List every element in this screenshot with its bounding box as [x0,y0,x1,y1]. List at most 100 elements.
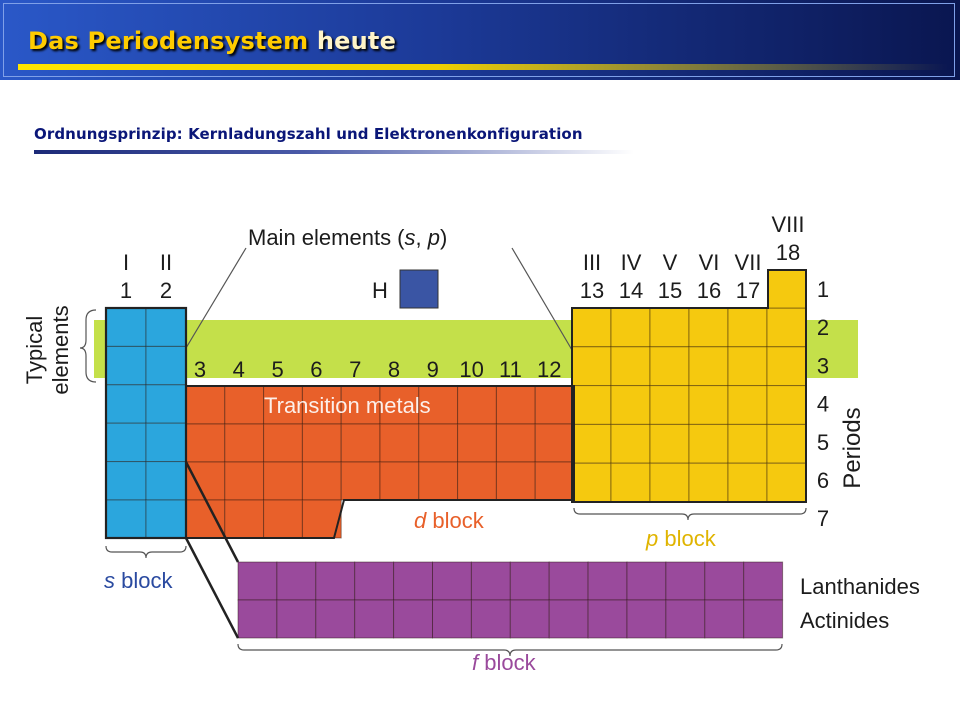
d-block-cell [495,461,536,501]
d-block-cell [224,461,265,501]
p-block-cell [571,462,612,503]
f-block-bracket [237,643,783,657]
p-block-label: p block [645,526,717,551]
p-block-cell [610,423,651,464]
p-block-cell [727,462,768,503]
f-block-cell [315,599,356,639]
p-block-cell [766,346,807,387]
period-label: 2 [817,315,829,340]
s-block-cell [145,461,187,501]
d-block-cell [263,499,303,539]
d-block-cell [224,385,265,425]
f-block-cell [276,561,317,601]
p-block-cell [649,307,690,348]
s-block-cell [145,384,187,424]
d-block-cell [301,423,342,463]
slide-title: Das Periodensystem heute [28,27,396,55]
f-block-cell [509,561,550,601]
slide-subtitle: Ordnungsprinzip: Kernladungszahl und Ele… [34,125,583,143]
d-block-cell [379,423,420,463]
period-label: 1 [817,277,829,302]
p-block-cell [649,423,690,464]
f-block-cell [665,599,706,639]
f-block-cell [470,561,511,601]
s-block-cell [145,499,187,539]
s-block-bracket [105,545,187,559]
p-block-bracket [573,507,807,521]
d-block-cell [340,423,381,463]
p-block-cell [727,423,768,464]
p-block-cell [688,423,729,464]
group-label-18: 18 [776,240,800,265]
d-block-cell [185,499,226,539]
p-block-cell [727,346,768,387]
d-block-cell [185,461,226,501]
d-block-cell [340,461,381,501]
f-block-cells [237,561,784,639]
group-label-2: 2 [160,278,172,303]
s-block-outline [104,306,188,540]
main-elements-zoom-line-right [511,247,573,351]
f-block-cell [743,599,784,639]
p-group-label-roman: IV [621,250,642,275]
p-block-cell [610,346,651,387]
p-group-label: 14 [619,278,643,303]
d-block-cell [418,461,459,501]
group-label-roman-1: I [123,250,129,275]
s-block-cell [145,307,187,347]
transition-group-label: 11 [499,357,522,382]
transition-group-label: 9 [427,357,439,382]
f-block-cell [665,561,706,601]
p-group-label-roman: VII [735,250,762,275]
f-block-cell [626,599,667,639]
d-block-cell [534,423,575,463]
p-block-cells [571,269,807,503]
d-block-label: d block [414,508,485,533]
p-block-cell [766,307,807,348]
p-block-cell [766,462,807,503]
d-block-cell [534,461,575,501]
f-block-cell [743,561,784,601]
p-block-cell [610,385,651,425]
p-group-label-roman: V [663,250,678,275]
d-block-cell [379,461,420,501]
d-block-cell [534,385,575,425]
s-block-cell [105,345,147,386]
slide-title-rest: heute [308,27,397,55]
transition-group-label: 3 [194,357,206,382]
f-block-cell [704,561,745,601]
period-label: 5 [817,430,829,455]
typical-elements-label-1: Typical [22,316,47,384]
slide-title-main: Das Periodensystem [28,27,309,55]
f-block-cell [548,561,589,601]
transition-metals-label: Transition metals [264,393,431,418]
p-block-cell [688,385,729,425]
f-block-cell [470,599,511,639]
p-group-label: 17 [736,278,760,303]
d-block-cell [418,385,459,425]
p-block-cell [649,385,690,425]
f-block-connector-top [184,461,240,563]
transition-group-label: 12 [537,357,561,382]
d-block-cell [224,499,265,539]
f-block-cell [587,599,628,639]
period-label: 3 [817,353,829,378]
hydrogen-symbol: H [372,278,388,303]
d-block-cell [457,423,497,463]
f-block-cell [704,599,745,639]
d-block-cell [224,423,265,463]
title-underline [18,64,948,70]
hydrogen-cell [399,269,439,309]
subtitle-underline [34,150,634,154]
p-block-cell [766,423,807,464]
f-block-cell [354,561,395,601]
d-block-cell [185,385,226,425]
p-block-cell [727,307,768,348]
f-block-cell [587,561,628,601]
p-group-label: 16 [697,278,721,303]
group-label-roman-2: II [160,250,172,275]
p-block-cell [571,423,612,464]
s-block-cell [105,307,147,347]
